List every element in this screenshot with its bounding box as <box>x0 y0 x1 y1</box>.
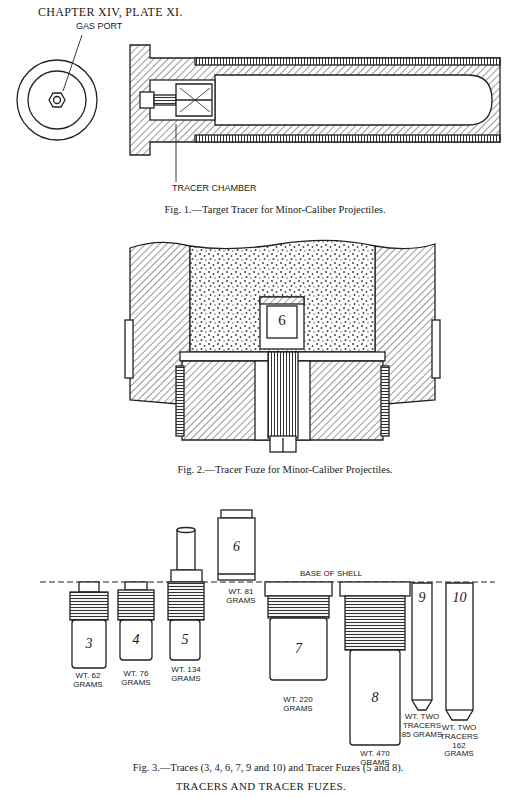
tracer-body: 3WT. 62 GRAMS <box>72 620 106 668</box>
tracer-body: 6WT. 81 GRAMS <box>218 524 255 570</box>
callout-number: 8 <box>372 690 379 706</box>
tracer-body: 10WT. TWO TRACERS 162 GRAMS <box>446 590 473 630</box>
weight-label: WT. 134 GRAMS <box>162 666 210 684</box>
tracer-body: 8WT. 470 GRAMS <box>350 650 400 745</box>
callout-number: 10 <box>453 590 467 606</box>
tracer-body: 5WT. 134 GRAMS <box>170 620 200 660</box>
weight-label: WT. 62 GRAMS <box>66 672 110 690</box>
reference-label: BASE OF SHELL <box>300 570 362 579</box>
callout-number: 7 <box>295 641 302 657</box>
callout-number: 6 <box>278 312 286 329</box>
part-label: GAS PORT <box>76 22 122 32</box>
callout-number: 5 <box>182 632 189 648</box>
weight-label: WT. 220 GRAMS <box>273 696 323 714</box>
callout-number: 9 <box>419 590 426 606</box>
weight-label: WT. TWO TRACERS 85 GRAMS <box>401 713 443 739</box>
plate-title: CHAPTER XIV, PLATE XI. <box>38 6 183 19</box>
weight-label: WT. TWO TRACERS 162 GRAMS <box>437 724 481 759</box>
tracer-body: 9WT. TWO TRACERS 85 GRAMS <box>412 590 432 630</box>
part-label: TRACER CHAMBER <box>172 184 257 194</box>
weight-label: WT. 470 GRAMS <box>347 750 403 768</box>
plate-caption: TRACERS AND TRACER FUZES. <box>176 780 347 792</box>
figure-caption: Fig. 2.—Tracer Fuze for Minor-Caliber Pr… <box>177 464 392 476</box>
weight-label: WT. 76 GRAMS <box>115 670 157 688</box>
tracer-body: 7WT. 220 GRAMS <box>270 618 327 680</box>
tracer-body: 4WT. 76 GRAMS <box>120 620 152 660</box>
callout-number: 6 <box>233 539 240 555</box>
weight-label: WT. 81 GRAMS <box>221 588 261 606</box>
callout-number: 3 <box>86 636 93 652</box>
figure-caption: Fig. 1.—Target Tracer for Minor-Caliber … <box>164 204 385 216</box>
callout-number: 4 <box>133 632 140 648</box>
